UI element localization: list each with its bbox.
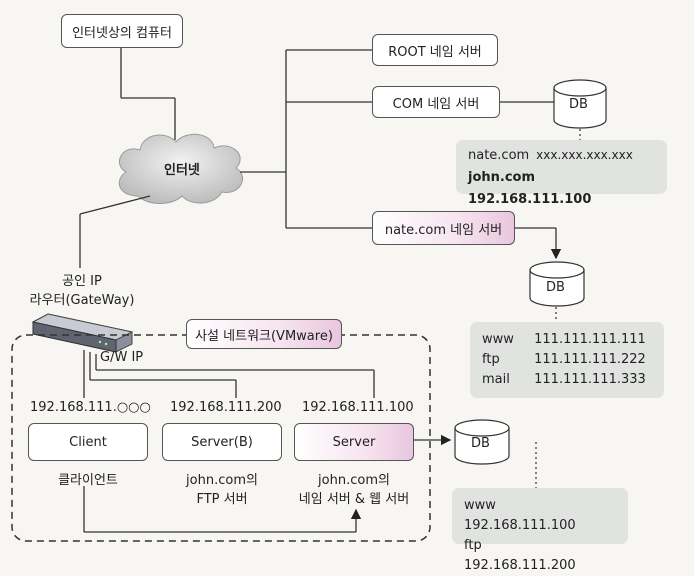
server-b-ip: 192.168.111.200: [170, 400, 282, 415]
com-db-label: DB: [569, 97, 588, 112]
record-name: john.com: [468, 170, 536, 185]
internet-computer-box: 인터넷상의 컴퓨터: [61, 14, 183, 48]
record-ip: 111.111.111.111: [534, 332, 646, 347]
nate-db-label: DB: [546, 280, 565, 295]
record-ip: 111.111.111.222: [534, 352, 646, 367]
server-b-caption-2: FTP 서버: [196, 492, 248, 507]
root-name-server: ROOT 네임 서버: [372, 34, 498, 66]
record-name: ftp: [464, 538, 482, 553]
local-db-record: www 192.168.111.100: [464, 496, 616, 536]
connection-lines: [11, 48, 607, 542]
client-label: Client: [69, 434, 107, 450]
nate-name-server-label: nate.com 네임 서버: [384, 222, 503, 238]
internet-computer-label: 인터넷상의 컴퓨터: [72, 25, 172, 41]
local-db-record: ftp 192.168.111.200: [464, 536, 616, 576]
nate-db-record: ftp 111.111.111.222: [482, 350, 652, 370]
server-b-caption-1: john.com의: [186, 473, 258, 488]
local-db-records: www 192.168.111.100 ftp 192.168.111.200: [452, 488, 628, 573]
record-ip: xxx.xxx.xxx.xxx: [536, 148, 633, 162]
router-label-1: 공인 IP: [62, 274, 102, 289]
server-b-box: Server(B): [162, 423, 282, 461]
internet-cloud: [118, 133, 243, 204]
local-db-label: DB: [471, 436, 490, 451]
com-name-server: COM 네임 서버: [372, 86, 500, 118]
private-network-text: 사설 네트워크(VMware): [195, 328, 333, 344]
client-caption: 클라이언트: [58, 473, 118, 488]
com-name-server-label: COM 네임 서버: [392, 96, 480, 112]
record-name: mail: [482, 372, 510, 387]
com-db-record: nate.com xxx.xxx.xxx.xxx: [468, 144, 655, 167]
client-box: Client: [28, 423, 148, 461]
gw-ip-label: G/W IP: [100, 350, 144, 365]
record-ip: 111.111.111.333: [534, 372, 646, 387]
dns-diagram: 인터넷상의 컴퓨터 인터넷 ROOT 네임 서버 COM 네임 서버 nate.…: [11, 14, 667, 573]
server-box: Server: [294, 423, 414, 461]
root-name-server-label: ROOT 네임 서버: [388, 44, 482, 60]
nate-db-record: www 111.111.111.111: [482, 330, 652, 350]
nate-db-records: www 111.111.111.111 ftp 111.111.111.222 …: [470, 322, 664, 398]
record-name: www: [482, 332, 514, 347]
server-caption-1: john.com의: [318, 473, 390, 488]
record-name: www: [464, 498, 496, 513]
record-ip: 192.168.111.100: [464, 518, 576, 533]
nate-db-cylinder: [529, 261, 585, 307]
client-ip: 192.168.111.○○○: [30, 400, 151, 415]
record-name: nate.com: [468, 148, 530, 163]
local-db-cylinder: [454, 419, 510, 465]
server-caption-2: 네임 서버 & 웹 서버: [298, 492, 410, 507]
com-db-cylinder: [553, 79, 607, 129]
record-ip: 192.168.111.200: [464, 558, 576, 573]
server-ip: 192.168.111.100: [302, 400, 414, 415]
com-db-records: nate.com xxx.xxx.xxx.xxx john.com 192.16…: [456, 140, 667, 207]
com-db-record: john.com 192.168.111.100: [468, 167, 655, 211]
nate-name-server: nate.com 네임 서버: [372, 211, 515, 245]
nate-db-record: mail 111.111.111.333: [482, 370, 652, 390]
server-label: Server: [332, 434, 376, 450]
internet-label: 인터넷: [164, 163, 200, 178]
router-device: [31, 313, 134, 353]
private-network-label: 사설 네트워크(VMware): [186, 319, 342, 349]
record-ip: 192.168.111.100: [468, 192, 592, 207]
server-b-label: Server(B): [191, 434, 253, 450]
record-name: ftp: [482, 352, 500, 367]
router-label-2: 라우터(GateWay): [29, 293, 135, 308]
